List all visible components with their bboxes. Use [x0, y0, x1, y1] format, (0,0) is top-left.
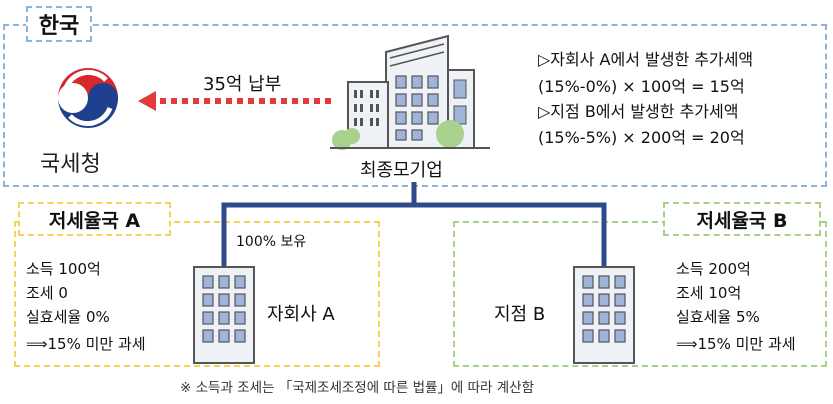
tax-office-label: 국세청 — [40, 152, 101, 177]
ownership-label: 100% 보유 — [236, 234, 307, 250]
calc-b-title: ▷지점 B에서 발생한 추가세액 — [538, 102, 739, 121]
country-b-effective-rate: 실효세율 5% — [676, 308, 760, 326]
country-b-tax: 조세 10억 — [676, 284, 742, 302]
calc-a-expression: (15%-0%) × 100억 = 15억 — [538, 77, 745, 96]
korea-title: 한국 — [26, 6, 92, 42]
footnote: ※ 소득과 조세는 「국제조세조정에 따른 법률」에 따라 계산함 — [180, 380, 535, 396]
country-b-title: 저세율국 B — [663, 202, 821, 236]
parent-company-building-icon — [330, 34, 490, 150]
payment-arrow-icon — [138, 91, 331, 111]
country-a-effective-rate: 실효세율 0% — [26, 308, 110, 326]
taegeuk-emblem-icon — [58, 68, 118, 128]
subsidiary-a-building-icon — [193, 266, 255, 364]
country-a-title: 저세율국 A — [18, 202, 171, 236]
country-a-tax: 조세 0 — [26, 284, 68, 302]
branch-b-label: 지점 B — [494, 304, 546, 325]
branch-b-building-icon — [573, 266, 635, 364]
payment-label: 35억 납부 — [203, 74, 282, 95]
country-b-result: ⟹15% 미만 과세 — [676, 335, 796, 353]
subsidiary-a-label: 자회사 A — [267, 304, 335, 325]
country-b-income: 소득 200억 — [676, 260, 751, 278]
parent-company-label: 최종모기업 — [360, 160, 443, 181]
calc-b-expression: (15%-5%) × 200억 = 20억 — [538, 128, 745, 147]
country-a-income: 소득 100억 — [26, 260, 101, 278]
calc-a-title: ▷자회사 A에서 발생한 추가세액 — [538, 50, 754, 69]
country-a-result: ⟹15% 미만 과세 — [26, 335, 146, 353]
